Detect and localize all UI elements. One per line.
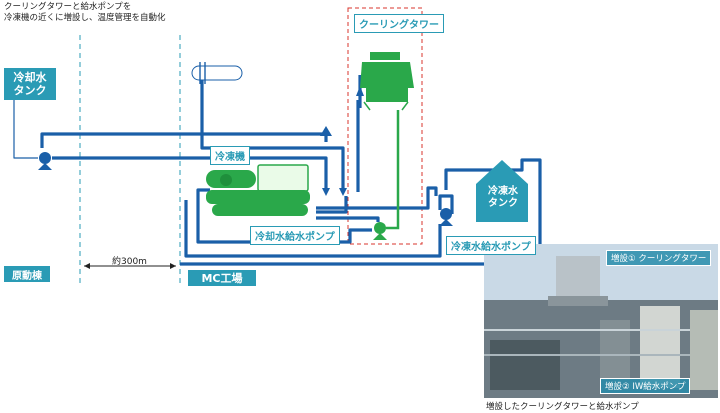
cooling-water-pump-icon <box>373 222 387 240</box>
chilled-water-tank-label: 冷凍水 タンク <box>478 186 528 210</box>
power-building-label: 原動棟 <box>4 266 50 282</box>
photo-tag-pump: 増設② IW給水ポンプ <box>600 378 691 394</box>
pipe-chilled-pump <box>438 194 454 214</box>
arrow-up-2 <box>356 86 364 96</box>
pipe-top-return <box>40 132 328 148</box>
chilled-water-tank-line-2: タンク <box>488 198 518 209</box>
pipe-tank-to-pump <box>13 100 38 159</box>
chiller-label: 冷凍機 <box>210 146 250 165</box>
pipe-chiller-connect <box>316 196 348 214</box>
site-photo <box>484 244 718 398</box>
chilled-water-tank-line-1: 冷凍水 <box>488 186 518 197</box>
cooling-water-tank-line-1: 冷却水 <box>13 71 47 84</box>
distance-arrow-right-head <box>170 263 176 269</box>
chilled-water-pump-icon <box>439 208 453 226</box>
pipe-pump-to-chiller-upper <box>52 156 328 190</box>
chilled-water-tank-icon <box>476 160 528 222</box>
header-line-2: 冷凍機の近くに増設し、温度管理を自動化 <box>4 13 166 23</box>
cooling-water-pump-label: 冷却水給水ポンプ <box>250 226 340 245</box>
arrow-down-2 <box>339 188 347 196</box>
chiller-icon <box>206 164 310 216</box>
cooling-tower-icon <box>360 52 414 111</box>
pipe-to-cooling-pump <box>316 216 380 222</box>
distance-label: 約300m <box>112 257 147 267</box>
photo-tag-cooling-tower: 増設① クーリングタワー <box>606 250 712 266</box>
pipe-chilled-return <box>316 186 438 210</box>
cooling-tower-label: クーリングタワー <box>354 14 444 33</box>
pipe-long-bottom <box>184 200 442 258</box>
header-line-1: クーリングタワーと給水ポンプを <box>4 2 132 12</box>
pipe-old-tower <box>200 72 345 192</box>
photo-caption: 増設したクーリングタワーと給水ポンプ <box>486 402 639 412</box>
mc-factory-label: MC工場 <box>188 270 256 286</box>
arrow-up-1 <box>320 126 332 136</box>
distance-arrow-left-head <box>84 263 90 269</box>
green-pipe-tower-to-pump <box>386 110 400 230</box>
arrow-down-1 <box>322 188 330 196</box>
cooling-water-tank-line-2: タンク <box>13 84 47 97</box>
pump-icon <box>38 152 52 170</box>
cooling-tower-boundary <box>347 7 423 245</box>
cooling-water-tank-label: 冷却水 タンク <box>4 68 56 100</box>
header-text: クーリングタワーと給水ポンプを 冷凍機の近くに増設し、温度管理を自動化 <box>4 2 166 24</box>
chilled-water-pump-label: 冷凍水給水ポンプ <box>446 236 536 255</box>
